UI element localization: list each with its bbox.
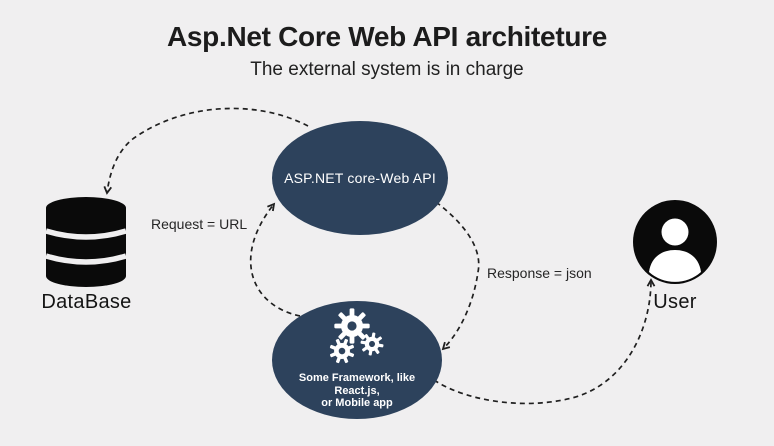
edge-api-to-framework	[435, 201, 480, 351]
edge-framework-to-api	[249, 202, 301, 317]
user-icon	[633, 200, 717, 284]
framework-node	[272, 301, 442, 419]
edge-label-response: Response = json	[487, 265, 592, 281]
user-label: User	[653, 291, 697, 313]
api-node	[272, 121, 448, 235]
diagram-subtitle: The external system is in charge	[250, 59, 524, 80]
database-icon	[45, 197, 127, 287]
framework-node-label: Some Framework, like React.js, or Mobile…	[277, 372, 437, 410]
edge-api-to-database	[103, 107, 309, 195]
database-label: DataBase	[41, 291, 132, 313]
diagram-title: Asp.Net Core Web API architeture	[166, 21, 608, 52]
framework-label-line-3: or Mobile app	[321, 397, 393, 409]
api-node-label: ASP.NET core-Web API	[284, 170, 436, 186]
edge-label-request: Request = URL	[151, 216, 248, 232]
framework-label-line-1: Some Framework, like	[298, 372, 416, 384]
framework-label-line-2: React.js,	[334, 384, 380, 397]
edge-framework-to-user	[433, 278, 656, 405]
